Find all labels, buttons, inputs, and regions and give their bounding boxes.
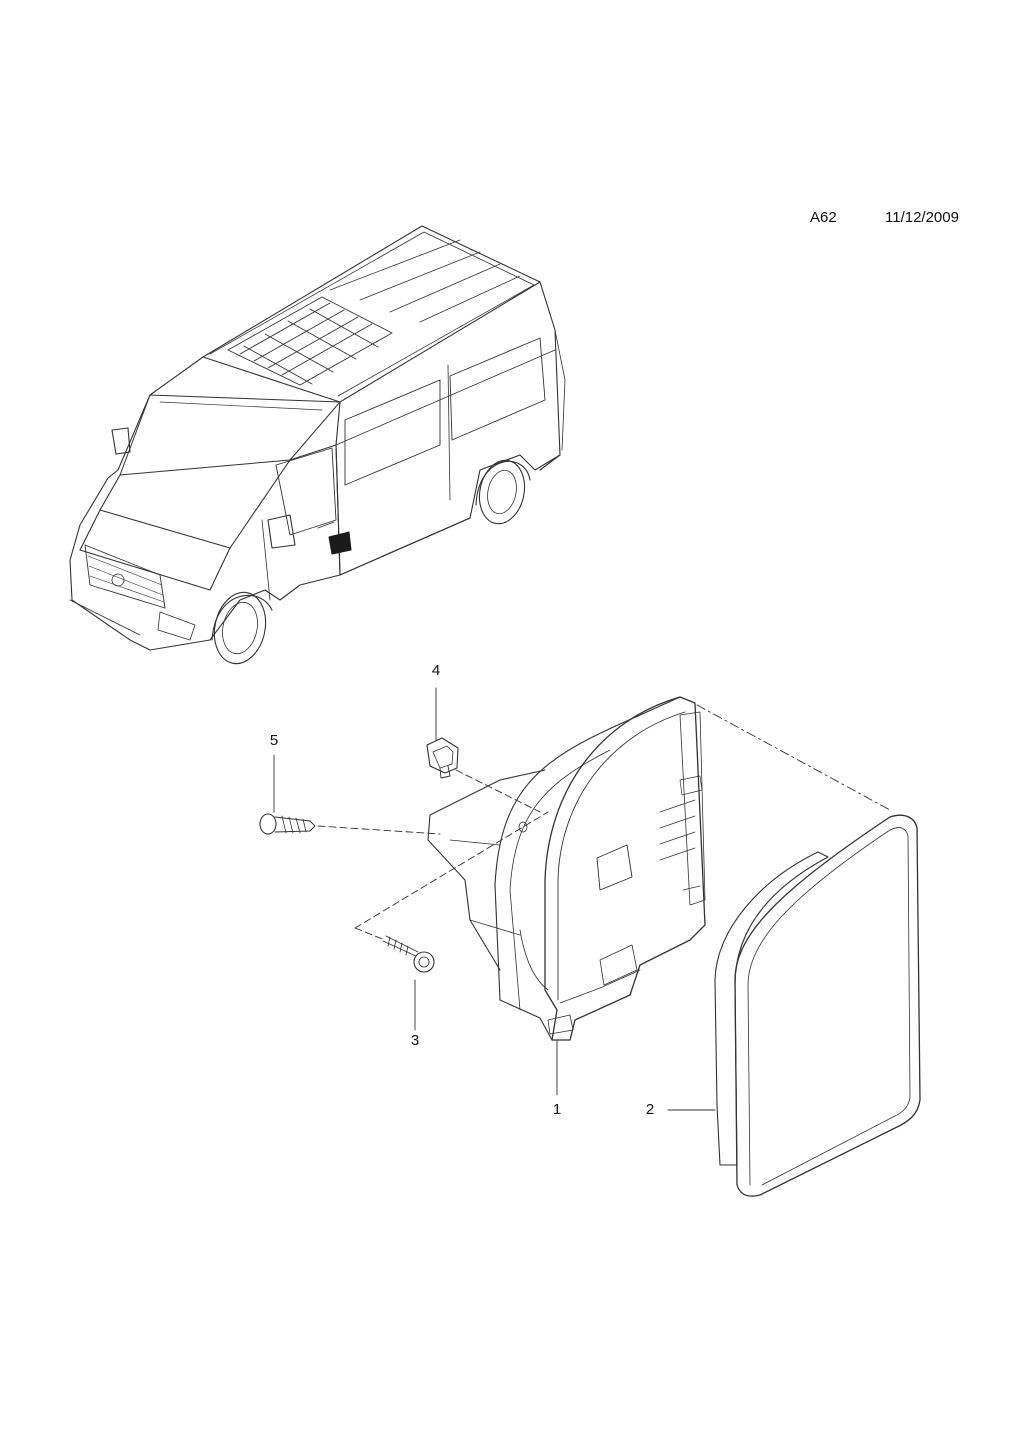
van-illustration — [69, 225, 566, 665]
highlighted-part-location — [328, 531, 352, 555]
callout-1: 1 — [552, 1101, 562, 1118]
part-1-housing — [427, 696, 706, 1041]
callout-5: 5 — [269, 732, 279, 749]
assembly-lines — [273, 687, 891, 1111]
diagram-date: 11/12/2009 — [885, 209, 959, 226]
callout-4: 4 — [431, 662, 441, 679]
callout-3: 3 — [410, 1032, 420, 1049]
part-3-screw — [382, 935, 435, 973]
part-4-clip — [426, 737, 459, 779]
part-2-cover-panel — [714, 814, 921, 1197]
part-5-screw — [259, 813, 316, 835]
roof-rack — [227, 296, 393, 386]
diagram-code: A62 — [810, 209, 837, 226]
callout-2: 2 — [645, 1101, 655, 1118]
